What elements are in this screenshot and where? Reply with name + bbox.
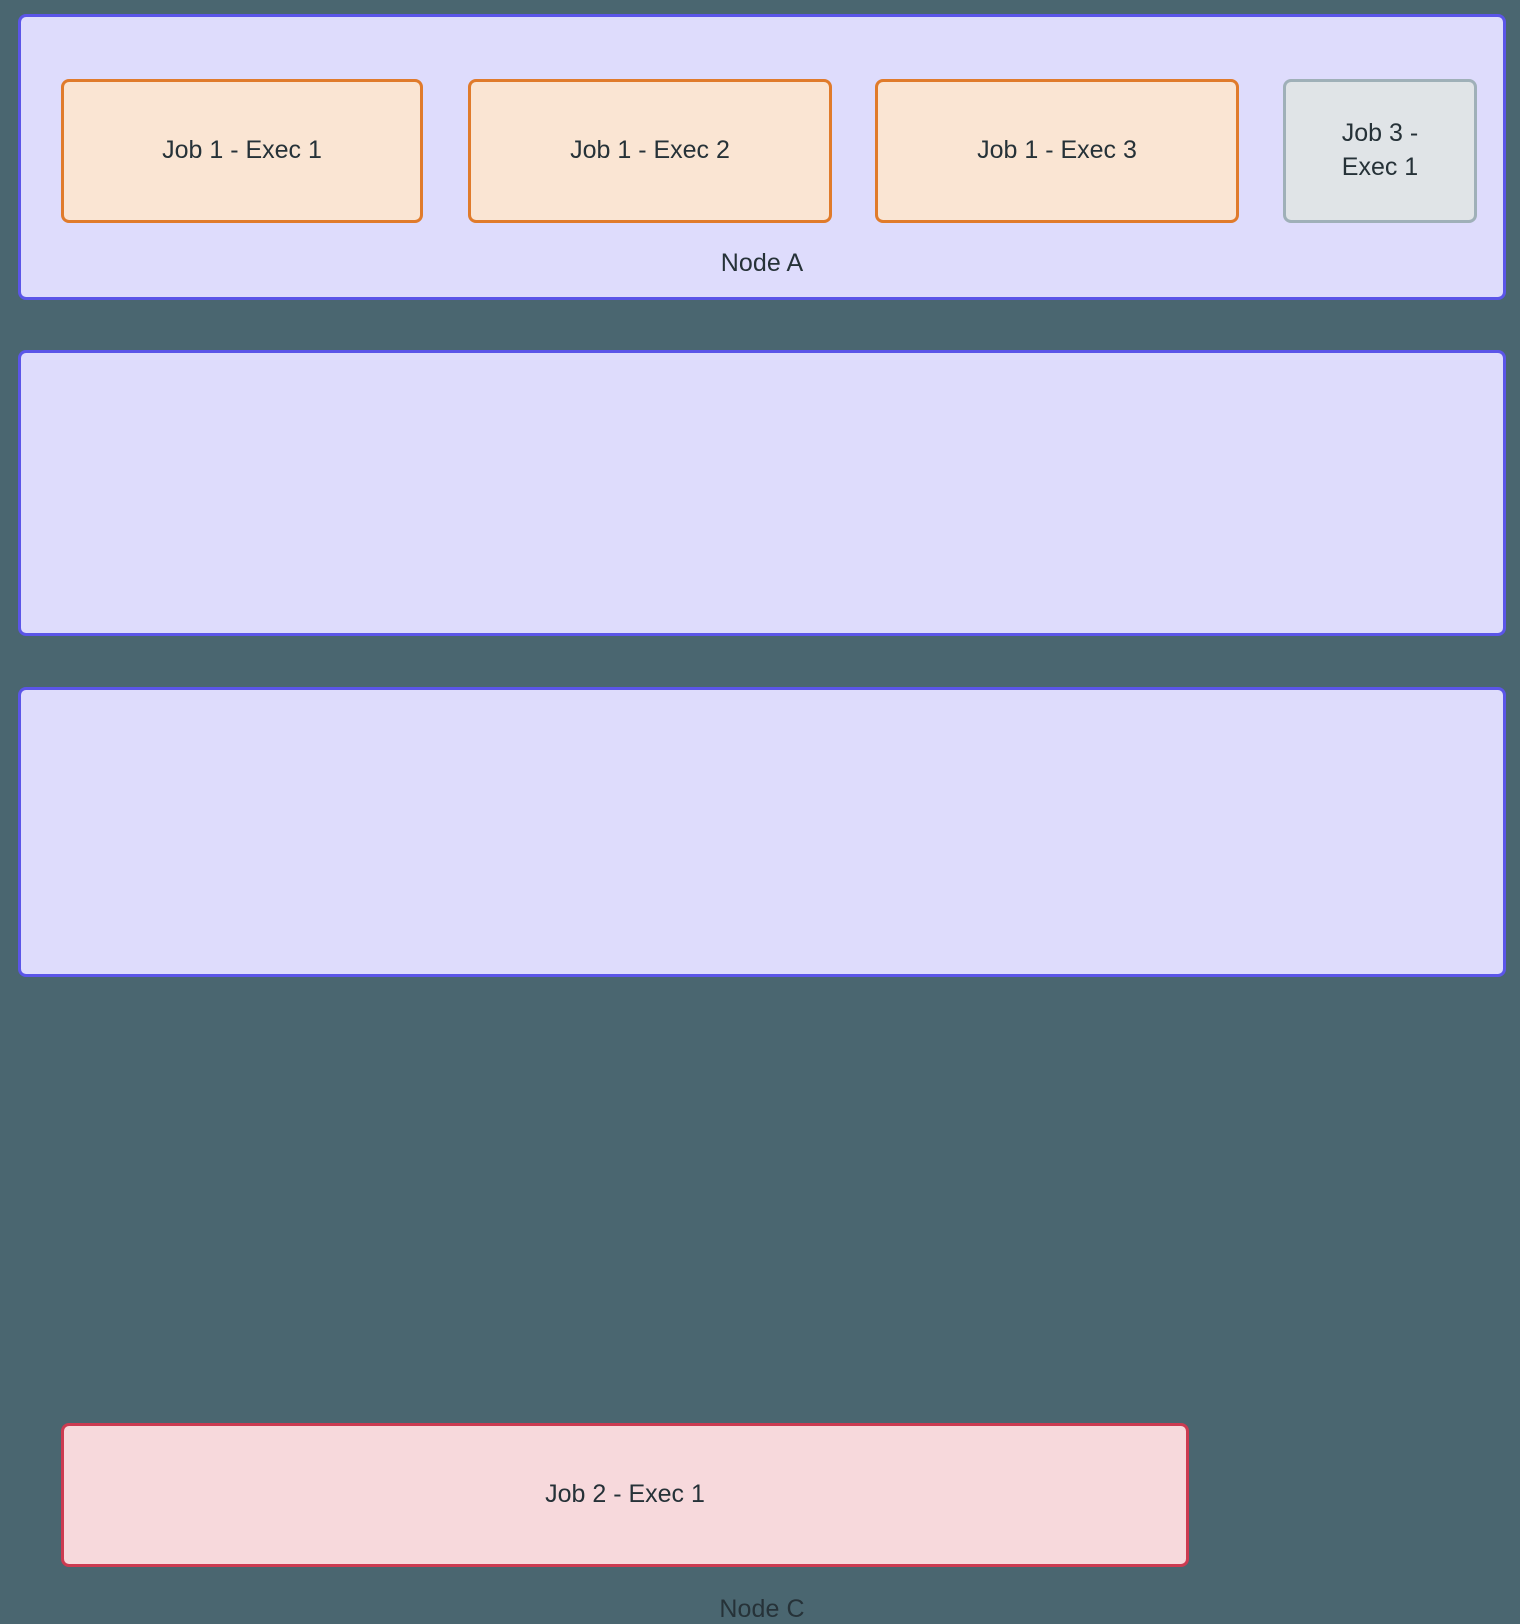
task-box-job3-exec1[interactable]: Job 3 - Exec 1 <box>1283 79 1477 223</box>
node-container-a[interactable]: Job 1 - Exec 1 Job 1 - Exec 2 Job 1 - Ex… <box>18 14 1506 300</box>
node-label-c: Node C <box>719 1595 805 1623</box>
node-label-a: Node A <box>720 249 804 277</box>
node-container-b[interactable]: Job 1 - Exec 4 Job 3 - Exec 2 Job 3 - Ex… <box>18 350 1506 949</box>
diagram-canvas: Job 1 - Exec 1 Job 1 - Exec 2 Job 1 - Ex… <box>18 14 1506 1623</box>
node-container-c[interactable]: Job 2 - Exec 1 Node C <box>18 687 1506 1623</box>
task-box-job1-exec2[interactable]: Job 1 - Exec 2 <box>468 79 832 223</box>
task-box-job1-exec1[interactable]: Job 1 - Exec 1 <box>61 79 423 223</box>
task-box-job2-exec1[interactable]: Job 2 - Exec 1 <box>61 1423 1189 1567</box>
task-box-job1-exec3[interactable]: Job 1 - Exec 3 <box>875 79 1239 223</box>
